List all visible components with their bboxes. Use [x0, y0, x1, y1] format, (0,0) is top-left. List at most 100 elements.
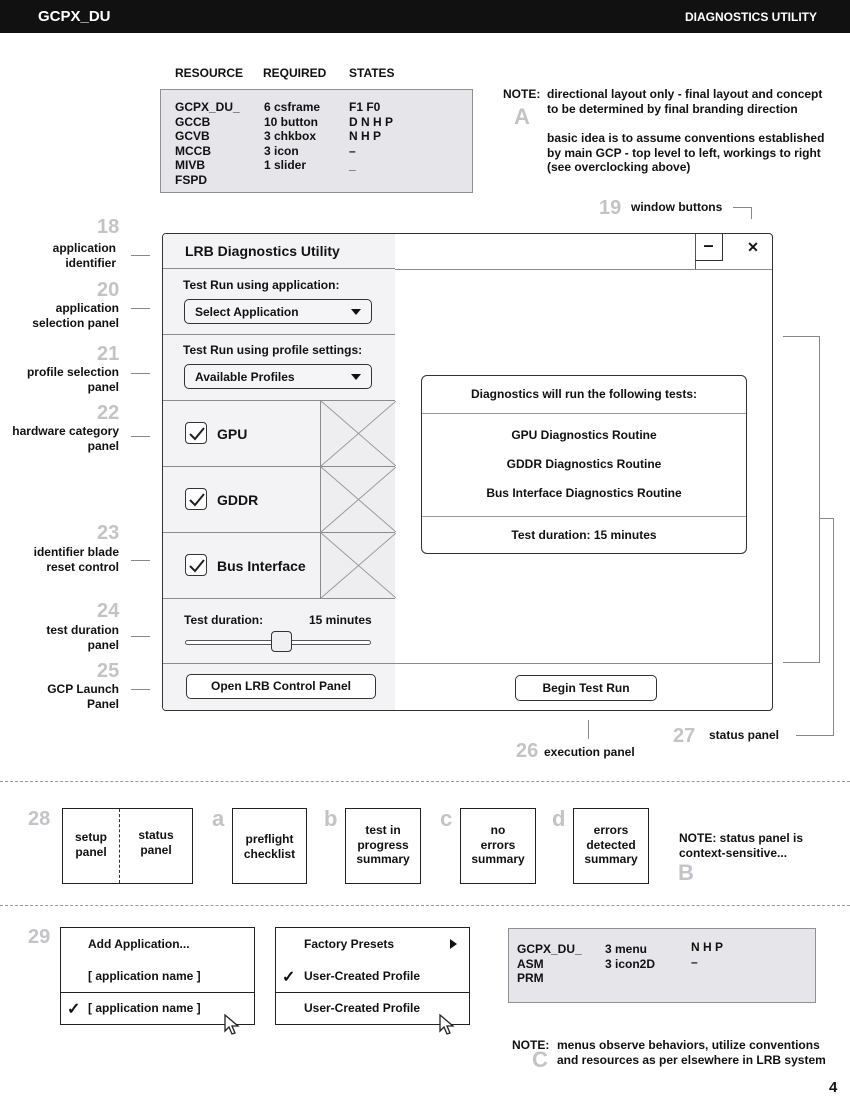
status-leader-top — [783, 336, 820, 337]
available-profiles-dropdown[interactable]: Available Profiles — [184, 364, 372, 389]
note-a-line1: directional layout only - final layout a… — [547, 87, 823, 101]
split-divider — [119, 809, 120, 883]
errors-detected-box: errors detected summary — [573, 808, 649, 884]
identifier-blade-placeholder[interactable] — [320, 400, 397, 467]
setup-status-split-box: setup panel status panel — [62, 808, 193, 884]
status-panel: Diagnostics will run the following tests… — [421, 375, 747, 554]
application-name-item[interactable]: [ application name ] — [88, 969, 201, 983]
setup-panel-label: setup panel — [74, 830, 107, 859]
required-list: 6 csframe 10 button 3 chkbox 3 icon 1 sl… — [264, 100, 321, 172]
callout-21-leader — [131, 373, 150, 374]
status-divider-bottom — [422, 516, 746, 517]
states-header: STATES — [349, 66, 395, 80]
preflight-checklist-label: preflight checklist — [243, 832, 296, 861]
checkmark-icon: ✓ — [67, 1001, 81, 1018]
application-selection-panel: Test Run using application: Select Appli… — [163, 269, 395, 335]
status-divider-top — [422, 413, 746, 414]
select-application-label: Select Application — [195, 305, 299, 319]
duration-slider-thumb[interactable] — [271, 631, 293, 652]
placeholder-x-icon — [320, 532, 397, 599]
callout-25-leader — [131, 689, 150, 690]
test-in-progress-label: test in progress summary — [356, 823, 410, 866]
gddr-label: GDDR — [217, 492, 259, 508]
status-footer: Test duration: 15 minutes — [511, 528, 657, 542]
add-application-item[interactable]: Add Application... — [88, 937, 190, 951]
gddr-checkbox[interactable] — [185, 488, 207, 510]
row-28-letter-d: d — [552, 806, 566, 831]
menu-divider — [61, 992, 254, 993]
note-b-letter: B — [678, 860, 694, 885]
chevron-down-icon — [351, 374, 361, 380]
status-heading: Diagnostics will run the following tests… — [470, 387, 697, 401]
select-application-dropdown[interactable]: Select Application — [184, 299, 372, 324]
submenu-arrow-icon — [450, 939, 457, 949]
close-icon[interactable]: ✕ — [747, 239, 759, 255]
application-name-item-selected[interactable]: [ application name ] — [88, 1001, 201, 1015]
callout-22-leader — [131, 436, 150, 437]
status-test-item: GPU Diagnostics Routine — [511, 428, 657, 442]
resource-list: GCPX_DU_ GCCB GCVB MCCB MIVB FSPD — [175, 100, 240, 187]
status-test-item: Bus Interface Diagnostics Routine — [486, 486, 682, 500]
callout-18-number: 18 — [97, 216, 120, 238]
user-profile-item-hover[interactable]: User-Created Profile — [304, 1001, 421, 1015]
row-28-number: 28 — [28, 808, 51, 830]
callout-24-label: test duration panel — [46, 623, 119, 652]
note-c-prefix: NOTE: — [512, 1038, 550, 1052]
title-divider — [395, 269, 772, 270]
callout-22-number: 22 — [97, 402, 120, 424]
hardware-category-gddr[interactable]: GDDR — [163, 466, 397, 533]
menu-resource-list: GCPX_DU_ ASM PRM — [517, 942, 582, 985]
callout-25-label: GCP Launch Panel — [47, 682, 119, 711]
duration-value: 15 minutes — [309, 613, 372, 627]
gpu-checkbox[interactable] — [185, 422, 207, 444]
duration-label: Test duration: — [184, 613, 264, 627]
gcp-launch-panel: Open LRB Control Panel — [163, 664, 395, 710]
hardware-category-gpu[interactable]: GPU — [163, 400, 397, 467]
resource-table-box: GCPX_DU_ GCCB GCVB MCCB MIVB FSPD 6 csfr… — [160, 89, 473, 193]
application-menu: Add Application... [ application name ] … — [60, 927, 255, 1035]
placeholder-x-icon — [320, 400, 397, 467]
factory-presets-item[interactable]: Factory Presets — [304, 937, 395, 951]
minimize-icon[interactable]: – — [695, 234, 723, 261]
top-header-bar: GCPX_DU DIAGNOSTICS UTILITY — [0, 0, 850, 33]
gpu-label: GPU — [217, 426, 248, 442]
left-column: LRB Diagnostics Utility Test Run using a… — [163, 234, 397, 710]
checkmark-icon: ✓ — [282, 969, 296, 986]
status-leader-vert — [819, 336, 820, 663]
callout-18-leader — [131, 255, 150, 256]
row-28-letter-c: c — [440, 806, 453, 831]
callout-20-number: 20 — [97, 279, 120, 301]
callout-22-label: hardware category panel — [12, 424, 119, 453]
hardware-category-bus-interface[interactable]: Bus Interface — [163, 532, 397, 599]
row-29-number: 29 — [28, 926, 51, 948]
test-duration-panel: Test duration: 15 minutes — [163, 599, 395, 664]
callout-23-label: identifier blade reset control — [33, 545, 119, 574]
window-buttons: – ✕ — [695, 234, 772, 269]
row-28-letter-b: b — [324, 806, 338, 831]
note-c-line2: and resources as per elsewhere in LRB sy… — [557, 1053, 826, 1067]
note-a-body: basic idea is to assume conventions esta… — [547, 131, 825, 174]
note-c-letter: C — [532, 1047, 548, 1072]
note-a-prefix: NOTE: — [503, 87, 541, 101]
preflight-checklist-box: preflight checklist — [232, 808, 307, 884]
checkmark-icon — [189, 493, 205, 507]
status-leader-end — [796, 735, 834, 736]
app-label: Test Run using application: — [183, 278, 340, 292]
status-leader-mid — [820, 518, 834, 519]
callout-19-leader-drop — [751, 207, 752, 219]
window-buttons-divider — [695, 234, 696, 269]
identifier-blade-placeholder[interactable] — [320, 466, 397, 533]
identifier-blade-placeholder[interactable] — [320, 532, 397, 599]
profile-label: Test Run using profile settings: — [183, 343, 363, 357]
callout-26-leader — [588, 720, 589, 739]
execution-divider — [395, 663, 772, 664]
begin-test-run-button[interactable]: Begin Test Run — [515, 675, 657, 701]
row-28-letter-a: a — [212, 806, 225, 831]
section-separator — [0, 905, 850, 906]
callout-24-number: 24 — [97, 600, 120, 622]
cursor-arrow-icon — [224, 1013, 240, 1035]
errors-detected-label: errors detected summary — [584, 823, 638, 866]
open-control-panel-button[interactable]: Open LRB Control Panel — [186, 674, 376, 699]
bus-interface-checkbox[interactable] — [185, 554, 207, 576]
user-profile-item[interactable]: User-Created Profile — [304, 969, 421, 983]
